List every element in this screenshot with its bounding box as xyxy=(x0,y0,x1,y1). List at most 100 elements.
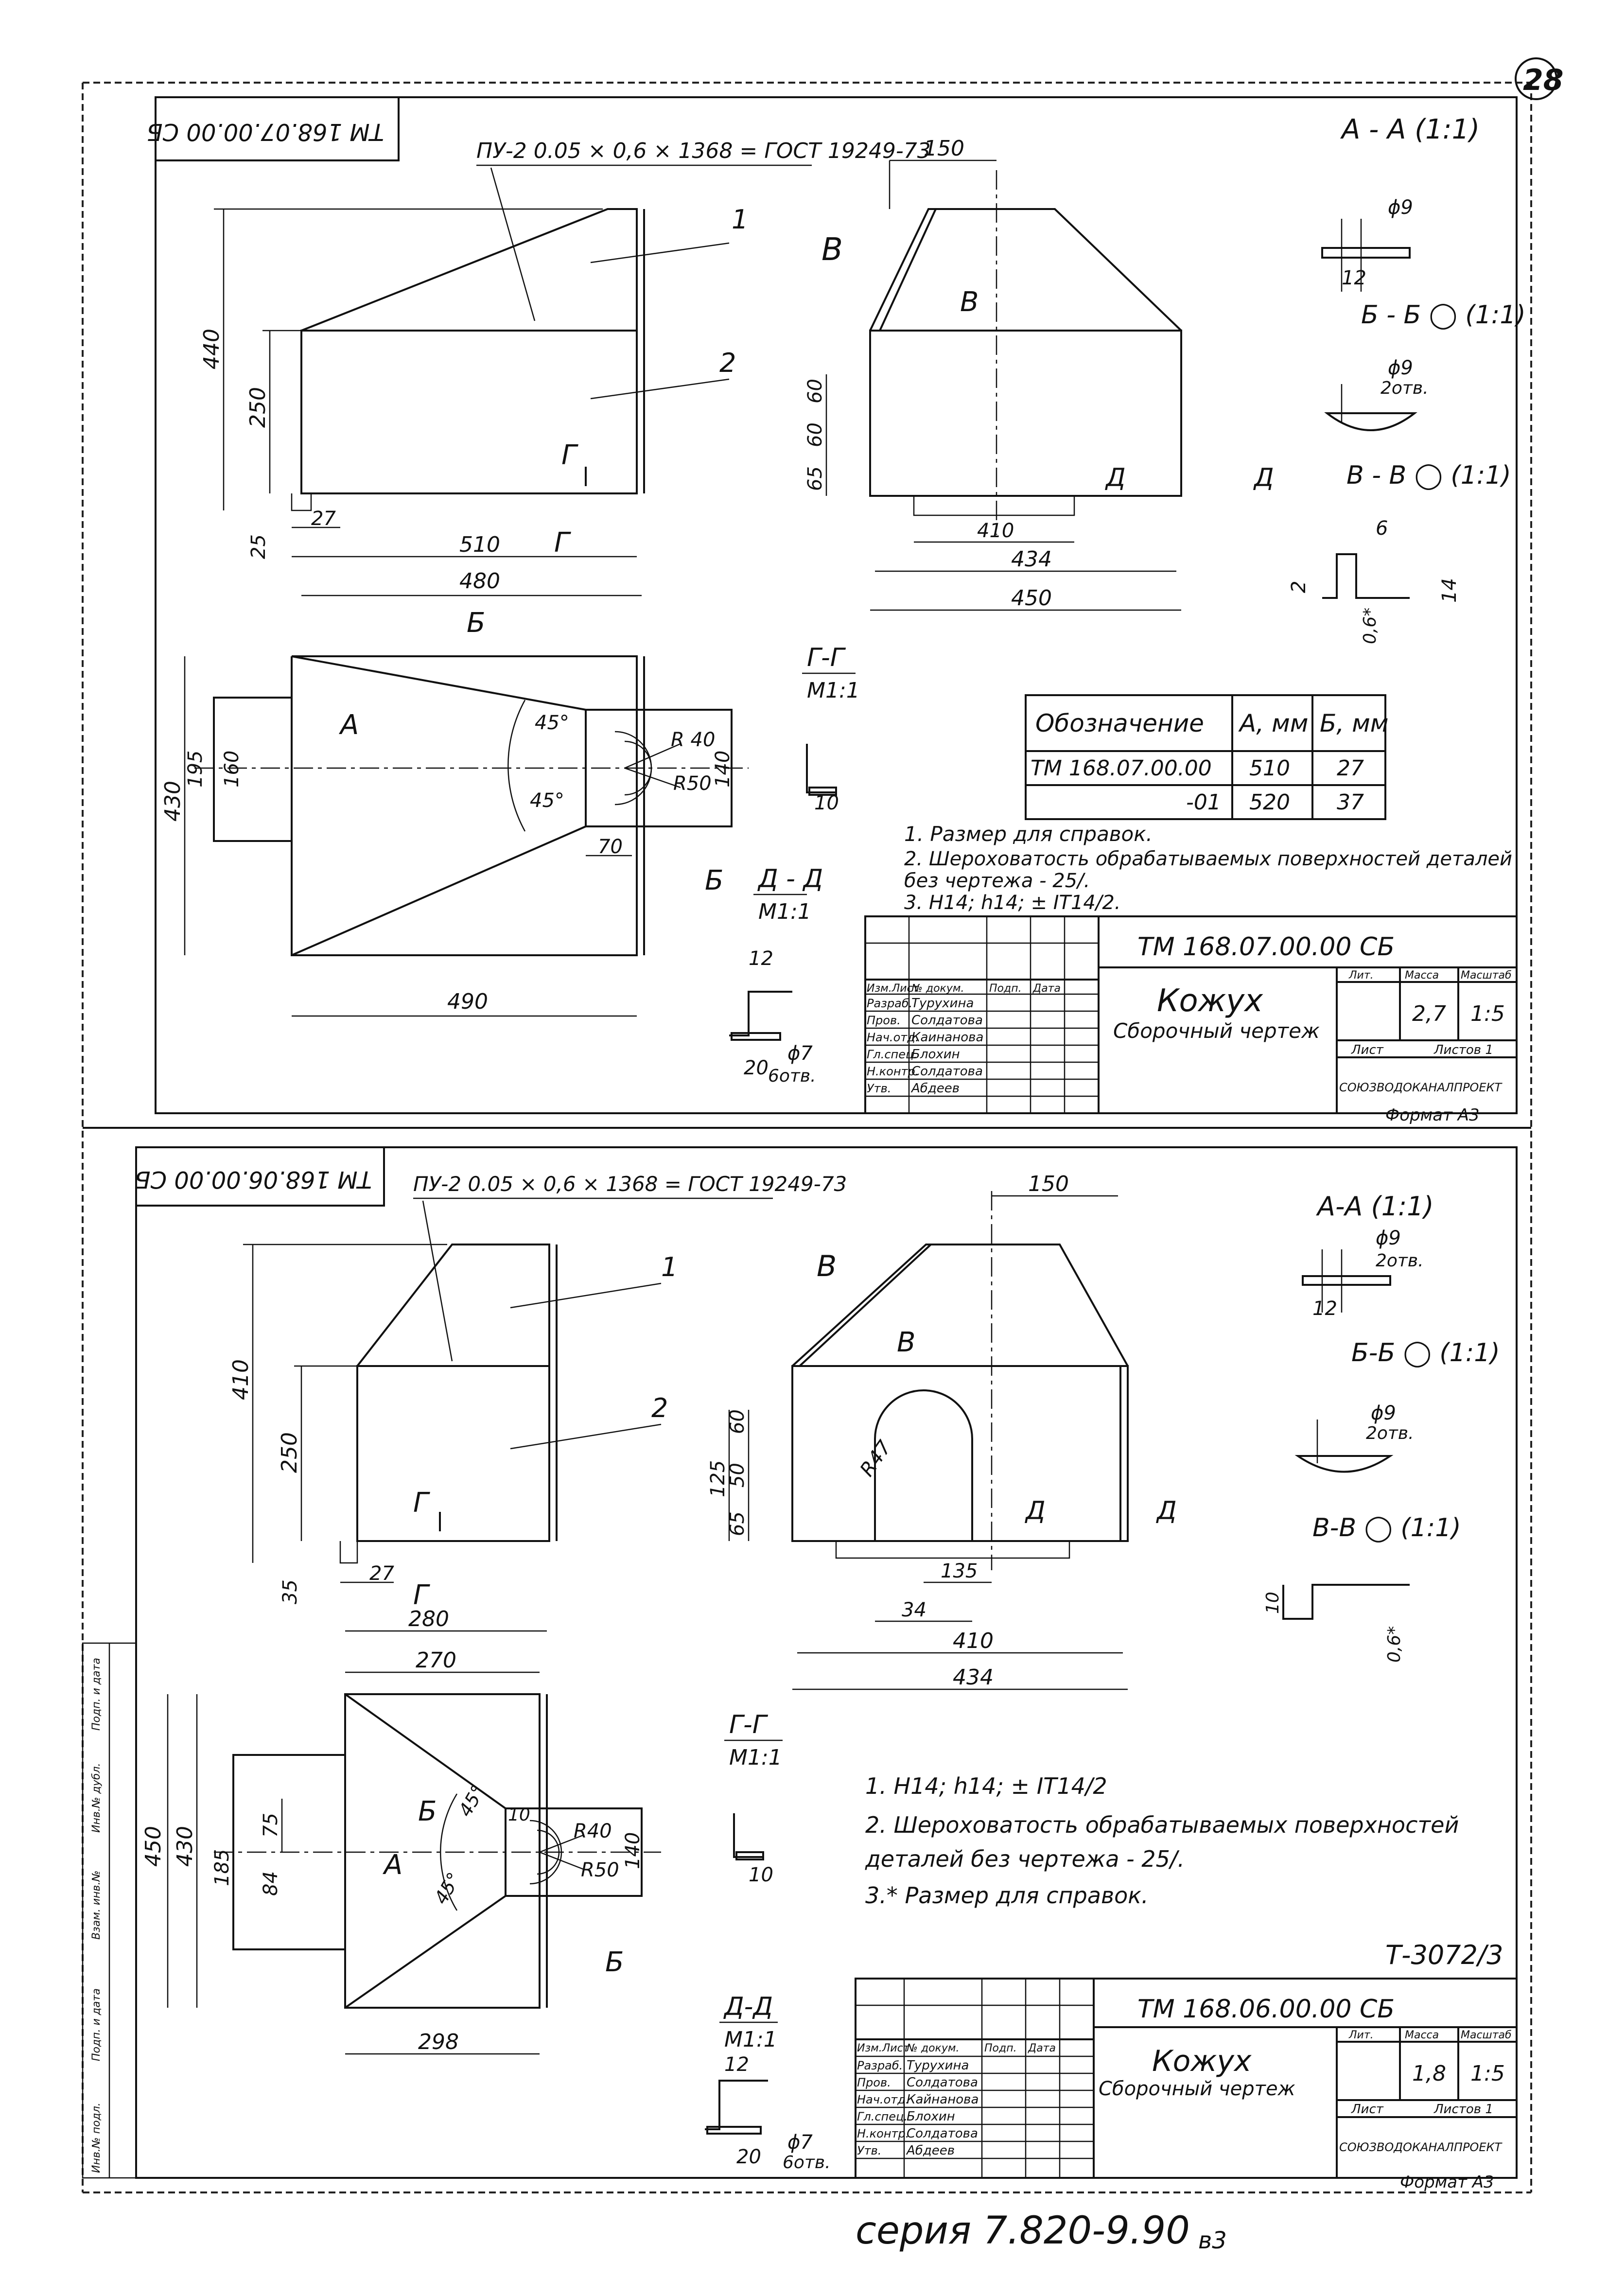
sheet-1-d20: 20 xyxy=(744,1057,769,1079)
sheet-2-notes: 1. Н14; h14; ± IT14/2 2. Шероховатость о… xyxy=(865,1773,1459,1909)
sheet-2-holes2b: 2отв. xyxy=(1366,1423,1414,1443)
series-label: серия 7.820-9.90 xyxy=(856,2209,1190,2253)
sheet-2-dim-410: 410 xyxy=(953,1629,994,1653)
sheet-2-dim-140: 140 xyxy=(622,1832,644,1869)
sheet-2-d06: 0,6* xyxy=(1384,1626,1404,1663)
sheet-2-sections: А-А (1:1) ϕ9 2отв. 12 Б-Б ◯ (1:1) ϕ9 2от… xyxy=(1263,1191,1500,1663)
sheet-2-dim-65: 65 xyxy=(726,1511,749,1536)
sheet-1-dim-434: 434 xyxy=(1011,547,1052,572)
sheet-2-side-2: Взам. инв.№ xyxy=(90,1871,103,1940)
sheet-1-d10: 10 xyxy=(814,792,839,814)
sheet-2-dim-27: 27 xyxy=(369,1562,394,1585)
sheet-1-tb-rl0: Изм.Лист xyxy=(867,982,920,995)
sheet-1-side-view: 150 410 434 450 60 60 65 В В Д Д xyxy=(804,136,1274,611)
sheet-2-side-3: Инв.№ дубл. xyxy=(90,1763,103,1833)
sheet-2-side-4: Подп. и дата xyxy=(90,1658,103,1731)
sheet-2-dim-250: 250 xyxy=(277,1432,302,1473)
sheet-2-cut-g1: Г xyxy=(413,1487,430,1519)
sheet-2-tb-rl0: Изм.Лист xyxy=(857,2042,910,2054)
sheet-1-dim-25: 25 xyxy=(247,534,270,559)
sheet-1-dim-440: 440 xyxy=(199,329,224,369)
sheet-1: ТМ 168.07.00.00 СБ ПУ-2 0.05 × 0,6 × 136… xyxy=(147,96,1526,1125)
sheet-2-dim-10: 10 xyxy=(508,1805,530,1825)
sheet-2-phi9b: ϕ9 xyxy=(1371,1402,1396,1424)
sheet-2-dim-84: 84 xyxy=(260,1871,282,1896)
sheet-1-d14: 14 xyxy=(1438,578,1461,603)
sheet-2-d10b: 10 xyxy=(1263,1592,1283,1614)
sheet-1-tb-n3: Блохин xyxy=(911,1047,960,1062)
sheet-1-tb-rl5: Н.контр. xyxy=(867,1065,919,1078)
sheet-2-dim-34: 34 xyxy=(902,1599,926,1621)
sheet-1-dd-title: Д - Д xyxy=(757,864,823,894)
sheet-2-tb-hl2: Дата xyxy=(1028,2042,1056,2054)
sheet-1-holes2: 2отв. xyxy=(1381,378,1429,398)
sheet-1-tb-scaleh: Масштаб xyxy=(1461,969,1512,981)
sheet-2-side-column: Инв.№ подл. Подп. и дата Взам. инв.№ Инв… xyxy=(82,1642,137,2179)
sheet-2-tb-mass: 1,8 xyxy=(1412,2061,1446,2086)
sheet-1-d06: 0,6* xyxy=(1360,608,1380,644)
sheet-2-cut-b2: Б xyxy=(605,1946,624,1978)
sheet-1-table-r1c0: -01 xyxy=(1186,790,1221,815)
sheet-2-dim-60: 60 xyxy=(726,1409,749,1434)
sheet-2-material-note: ПУ-2 0.05 × 0,6 × 1368 = ГОСТ 19249-73 xyxy=(413,1172,847,1196)
sheet-1-note-1: 1. Размер для справок. xyxy=(904,822,1153,846)
sheet-2-dd-scale: М1:1 xyxy=(724,2027,777,2052)
sheet-1-tb-name: Кожух xyxy=(1157,983,1263,1019)
sheet-2-cut-g2: Г xyxy=(413,1579,430,1611)
sheet-1-tb-n2: Каинанова xyxy=(911,1030,983,1045)
sheet-2-pos-2: 2 xyxy=(651,1393,668,1423)
sheet-1-cut-g2: Г xyxy=(554,527,571,559)
sheet-2-note-4: 3.* Размер для справок. xyxy=(865,1882,1149,1909)
sheet-2-cut-d1: Д xyxy=(1025,1496,1046,1525)
sheet-2-tb-rl4: Гл.спец. xyxy=(857,2110,908,2123)
sheet-1-tb-hl2: Дата xyxy=(1032,982,1061,995)
sheet-2-pos-1: 1 xyxy=(661,1252,678,1282)
sheet-1-d2: 2 xyxy=(1288,581,1310,593)
sheet-2-format: Формат А3 xyxy=(1400,2173,1494,2192)
sheet-1-note-4: 3. Н14; h14; ± IT14/2. xyxy=(904,892,1121,914)
sheet-2-dim-75: 75 xyxy=(260,1813,282,1838)
sheet-2-r50: R50 xyxy=(581,1859,619,1881)
sheet-2-tb-lit: Лит. xyxy=(1348,2029,1374,2041)
sheet-2-gg-dd: Г-Г М1:1 10 Д-Д М1:1 12 ϕ7 6отв. 20 xyxy=(705,1710,831,2173)
sheet-2-tb-scale: 1:5 xyxy=(1470,2061,1505,2086)
sheet-1-dim-510: 510 xyxy=(459,532,500,557)
sheet-1-tb-org: СОЮЗВОДОКАНАЛПРОЕКТ xyxy=(1339,1081,1503,1094)
sheet-2-angle-b: 45° xyxy=(430,1869,465,1908)
sheet-2-phi7: ϕ7 xyxy=(787,2131,813,2154)
sheet-1-dim-150: 150 xyxy=(924,136,964,161)
sheet-2-tb-rl3: Нач.отд. xyxy=(857,2093,909,2106)
sheet-2-holes2a: 2отв. xyxy=(1376,1251,1424,1271)
sheet-2-dim-50: 50 xyxy=(726,1463,749,1488)
sheet-2-cut-v1: В xyxy=(817,1249,837,1283)
sheet-1-frame xyxy=(155,96,1518,1114)
sheet-1-table-h0: Обозначение xyxy=(1035,709,1204,737)
sheet-1-tb-rl3: Нач.отд. xyxy=(867,1031,919,1044)
sheet-1-tb-subname: Сборочный чертеж xyxy=(1113,1019,1320,1043)
sheet-1-section-bb: Б - Б ◯ (1:1) xyxy=(1361,300,1526,330)
sheet-1-note-2: 2. Шероховатость обрабатываемых поверхно… xyxy=(904,848,1512,870)
sheet-1-table-r0c2: 27 xyxy=(1337,756,1364,781)
sheet-2-dd-title: Д-Д xyxy=(723,1992,773,2021)
sheet-2-tb-name: Кожух xyxy=(1152,2044,1252,2078)
sheet-2-tb-n3: Блохин xyxy=(907,2109,955,2124)
sheet-1-dim-140: 140 xyxy=(712,751,734,788)
volume-label: в3 xyxy=(1198,2227,1227,2254)
sheet-1-tb-lit: Лит. xyxy=(1348,969,1374,981)
sheet-1-dim-60a: 60 xyxy=(804,379,826,403)
sheet-2-section-bb: Б-Б ◯ (1:1) xyxy=(1351,1338,1500,1367)
sheet-1-tb-sheet: Лист xyxy=(1351,1043,1384,1057)
sheet-2-dim-450: 450 xyxy=(141,1826,166,1867)
sheet-2-tb-n4: Солдатова xyxy=(907,2126,978,2141)
sheet-1-cut-v1: В xyxy=(821,232,843,268)
sheet-2-angle-a: 45° xyxy=(454,1781,489,1820)
sheet-1-dim-195: 195 xyxy=(184,751,207,788)
sheet-1-front-view: 1 2 440 250 25 27 510 Г Г xyxy=(199,204,748,559)
sheet-1-table-h2: Б, мм xyxy=(1320,709,1389,737)
sheet-1-angle-b: 45° xyxy=(530,789,564,812)
sheet-2-cut-v2: В xyxy=(897,1327,915,1358)
sheet-2-dim-185: 185 xyxy=(211,1849,233,1886)
sheet-2-tb-n0: Турухина xyxy=(907,2058,969,2073)
sheet-1-cut-b2: Б xyxy=(705,865,723,896)
